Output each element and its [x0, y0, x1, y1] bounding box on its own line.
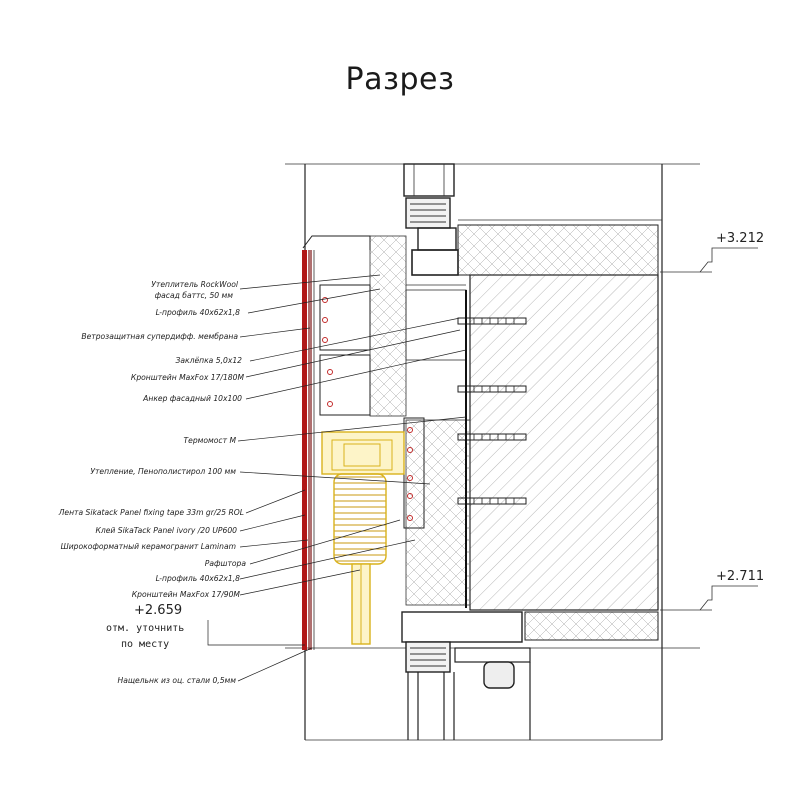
callout-l-profile-bottom: L-профиль 40х62х1,8 [156, 574, 241, 583]
insulation-layer [369, 235, 471, 606]
callout-l-profile-top: L-профиль 40х62х1,8 [156, 308, 241, 317]
leader-lines [207, 274, 467, 682]
porcelain-cladding [302, 235, 371, 650]
concrete-wall [457, 219, 662, 641]
callout-tape: Лента Sikatack Panel fixing tape 33m gr/… [58, 508, 244, 517]
note-line2: по месту [121, 639, 169, 650]
callout-thermal-bridge: Термомост М [184, 436, 237, 445]
callout-insulation-eps: Утепление, Пенополистирол 100 мм [90, 467, 236, 476]
raf-blind [321, 431, 405, 645]
callout-flashing: Нащельнк из оц. стали 0,5мм [117, 676, 236, 685]
window-frame-bottom [401, 611, 531, 740]
level-left: +2.659 [134, 603, 182, 618]
anchor-3 [457, 433, 527, 441]
level-markers [660, 247, 758, 611]
anchors [457, 290, 527, 608]
level-top: +3.212 [716, 231, 764, 246]
callout-bracket-180: Кронштейн MaxFox 17/180М [131, 373, 245, 382]
level-bottom: +2.711 [716, 569, 764, 584]
note-line1: отм. уточнить [106, 623, 184, 634]
callout-wind-membrane: Ветрозащитная супердифф. мембрана [81, 332, 238, 341]
callout-bracket-90: Кронштейн MaxFox 17/90М [132, 590, 241, 599]
callout-porcelain: Широкоформатный керамогранит Laminam [61, 542, 236, 551]
callout-blind: Рафштора [205, 559, 247, 568]
callout-labels: Утеплитель RockWool фасад баттс, 50 мм L… [58, 280, 247, 685]
section-title: Разрез [345, 62, 455, 97]
callout-glue: Клей SikaTack Panel ivory /20 UP600 [95, 526, 237, 535]
callout-insulation-rockwool-1: Утеплитель RockWool [151, 280, 239, 289]
callout-rivet: Заклёпка 5,0х12 [176, 356, 243, 365]
callout-insulation-rockwool-2: фасад баттс, 50 мм [155, 291, 234, 300]
callout-anchor: Анкер фасадный 10х100 [142, 394, 242, 403]
window-frame-top [403, 163, 459, 276]
